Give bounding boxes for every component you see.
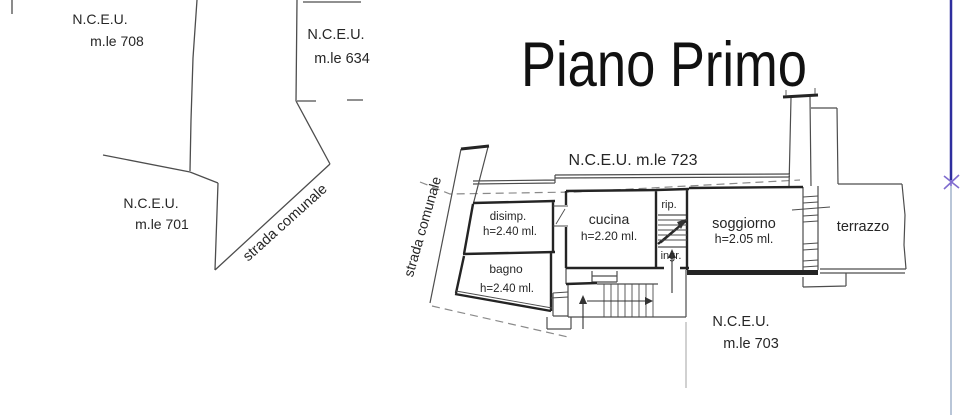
room-soggiorno-height: h=2.05 ml. — [715, 232, 774, 246]
room-cucina-label: cucina — [589, 211, 630, 227]
arrowhead-right-icon — [645, 297, 653, 305]
arrowhead-entry-icon — [668, 249, 676, 258]
arrow-lines — [582, 224, 683, 329]
stair-direction-arrows — [579, 219, 686, 329]
cad-cursor-marker-icon — [943, 174, 960, 190]
parcel-701-label: N.C.E.U. — [123, 195, 178, 211]
plan-outline-lines — [429, 96, 907, 330]
floor-plan: Piano Primo N.C.E.U. m.le 723 disimp. h=… — [400, 30, 907, 388]
room-ingresso-label: ingr. — [661, 250, 682, 262]
room-terrazzo-label: terrazzo — [837, 219, 889, 235]
parcel-703-number: m.le 703 — [723, 336, 779, 352]
page-title: Piano Primo — [521, 30, 807, 100]
parcel-723-label: N.C.E.U. m.le 723 — [569, 152, 698, 169]
arrowhead-up-icon — [579, 295, 587, 304]
parcel-703-label: N.C.E.U. — [712, 314, 769, 330]
parcel-634-label: N.C.E.U. — [307, 27, 364, 43]
room-disimpegno-label: disimp. — [490, 211, 526, 223]
room-bagno-height: h=2.40 ml. — [480, 283, 534, 295]
parcel-701-number: m.le 701 — [135, 216, 189, 232]
chimney-cap — [460, 93, 819, 151]
room-labels: disimp. h=2.40 ml. bagno h=2.40 ml. cuci… — [480, 199, 889, 295]
room-disimpegno-height: h=2.40 ml. — [483, 226, 537, 238]
parcel-708-label: N.C.E.U. — [72, 11, 127, 27]
cad-cursor — [943, 0, 960, 415]
arrowhead-stair-icon — [677, 219, 686, 229]
parcel-708-number: m.le 708 — [90, 33, 144, 49]
parcel-634-number: m.le 634 — [314, 51, 370, 67]
map-road-label: strada comunale — [240, 181, 330, 265]
plan-wall-lines — [454, 185, 804, 313]
room-cucina-height: h=2.20 ml. — [581, 229, 637, 243]
room-soggiorno-label: soggiorno — [712, 216, 776, 232]
room-bagno-label: bagno — [489, 262, 523, 276]
map-boundary-lines — [11, 0, 363, 271]
cadastral-map: N.C.E.U. m.le 708 N.C.E.U. m.le 634 N.C.… — [11, 0, 370, 271]
room-ripostiglio-label: rip. — [661, 199, 676, 211]
dashed-boundary-lines — [419, 179, 801, 338]
